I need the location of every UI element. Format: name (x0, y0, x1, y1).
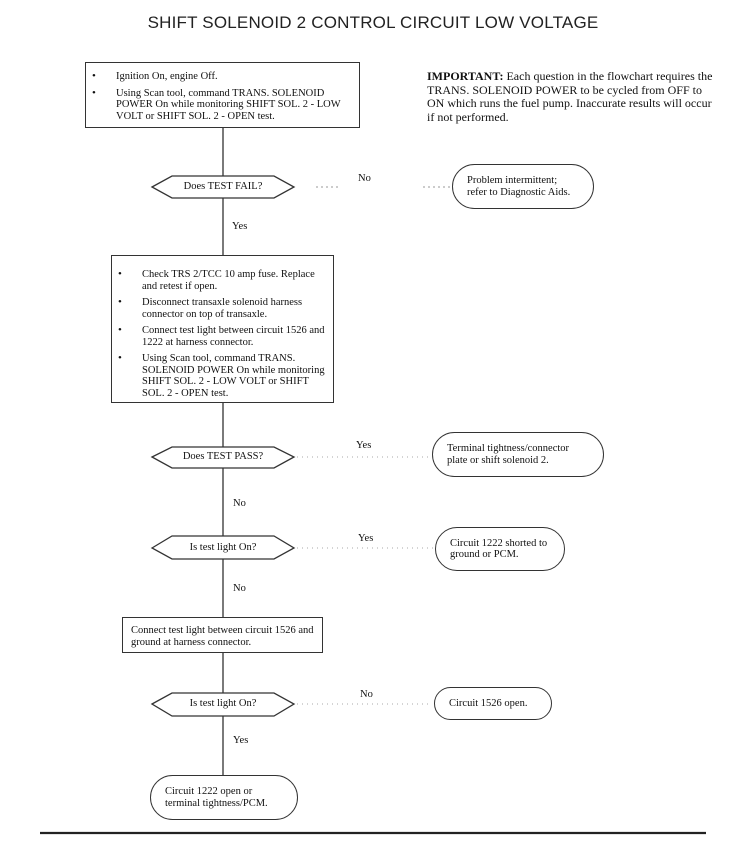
decision-shape-4 (150, 692, 296, 717)
decision-3-no-label: No (233, 583, 246, 594)
result-1-text: Problem intermittent; refer to Diagnosti… (467, 175, 571, 198)
result-3-text: Circuit 1222 shorted to ground or PCM. (450, 537, 548, 561)
decision-4-no-label: No (360, 689, 373, 700)
result-4-text: Circuit 1526 open. (449, 697, 528, 709)
decision-2-no-label: No (233, 498, 246, 509)
important-text: Each question in the flowchart requires … (427, 69, 713, 124)
result-box-1: Problem intermittent; refer to Diagnosti… (452, 164, 594, 209)
result-5-text: Circuit 1222 open or terminal tightness/… (165, 786, 268, 809)
step3-text: Connect test light between circuit 1526 … (131, 625, 314, 648)
decision-2-text: Does TEST PASS? (182, 451, 264, 462)
step1-item: Using Scan tool, command TRANS. SOLENOID… (92, 88, 353, 123)
important-note: IMPORTANT: Each question in the flowchar… (427, 69, 717, 124)
decision-shape-2 (150, 446, 296, 469)
step1-item: Ignition On, engine Off. (92, 71, 353, 83)
result-box-3: Circuit 1222 shorted to ground or PCM. (435, 527, 565, 571)
decision-1-text: Does TEST FAIL? (183, 181, 263, 192)
decision-1-yes-label: Yes (232, 221, 248, 232)
page-title: SHIFT SOLENOID 2 CONTROL CIRCUIT LOW VOL… (147, 13, 599, 32)
result-2-text: Terminal tightness/connector plate or sh… (447, 443, 570, 466)
decision-4-text: Is test light On? (189, 698, 257, 709)
result-box-2: Terminal tightness/connector plate or sh… (432, 432, 604, 477)
result-box-5: Circuit 1222 open or terminal tightness/… (150, 775, 298, 820)
step-box-2: Check TRS 2/TCC 10 amp fuse. Replace and… (111, 255, 334, 403)
step2-item: Using Scan tool, command TRANS. SOLENOID… (118, 353, 327, 399)
important-label: IMPORTANT: (427, 69, 504, 83)
step-box-1: Ignition On, engine Off. Using Scan tool… (85, 62, 360, 128)
step2-item: Connect test light between circuit 1526 … (118, 325, 327, 348)
decision-shape-3 (150, 535, 296, 560)
decision-2-yes-label: Yes (356, 440, 372, 451)
decision-shape-1 (150, 175, 296, 199)
decision-3-text: Is test light On? (189, 542, 257, 553)
decision-1-no-label: No (358, 173, 371, 184)
decision-3-yes-label: Yes (358, 533, 374, 544)
result-box-4: Circuit 1526 open. (434, 687, 552, 720)
step-box-3: Connect test light between circuit 1526 … (122, 617, 323, 653)
step2-item: Disconnect transaxle solenoid harness co… (118, 297, 327, 320)
step2-item: Check TRS 2/TCC 10 amp fuse. Replace and… (118, 269, 327, 292)
decision-4-yes-label: Yes (233, 735, 249, 746)
